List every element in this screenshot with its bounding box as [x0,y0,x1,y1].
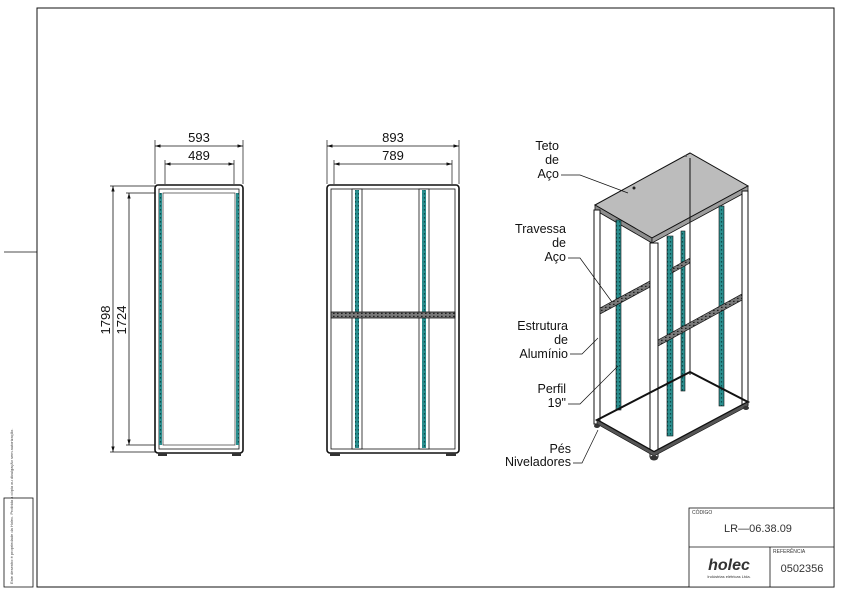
iso-post-front-left [593,209,601,425]
iso-rail-3 [680,230,686,392]
callout-estrutura: Estrutura de Alumínio [517,319,599,361]
callout-travessa: Travessa de Aço [515,222,613,303]
side-rail-left [159,193,162,445]
front-frame [326,184,460,454]
codigo-label: CÓDIGO [692,509,712,516]
side-inner-width: 489 [188,148,210,163]
callout-estrutura-line2: de [554,333,568,347]
copyright-note: Este desenho é propriedade da Holec. Pro… [9,429,14,584]
callout-travessa-line1: Travessa [515,222,566,236]
front-crossbar [330,311,456,319]
iso-crossbar-side [599,280,651,315]
iso-rail-1 [615,219,622,411]
callout-pes-line2: Niveladores [505,455,571,469]
front-rail-right [422,190,426,448]
callout-perfil: Perfil 19" [538,365,619,410]
side-outer-height: 1798 [98,306,113,335]
front-foot-left [330,453,340,456]
callout-perfil-line2: 19" [548,396,566,410]
iso-foot-right [743,406,749,410]
callout-estrutura-line3: Alumínio [519,347,568,361]
referencia-value: 0502356 [781,563,824,575]
side-outer-width: 593 [188,130,210,145]
callout-travessa-line3: Aço [544,250,566,264]
front-view: 893 789 [326,130,460,456]
callout-teto-line1: Teto [535,139,559,153]
iso-foot-front [650,455,658,461]
referencia-label: REFERÊNCIA [773,547,806,555]
callout-travessa-line2: de [552,236,566,250]
callout-teto-line3: Aço [537,167,559,181]
front-outer-width: 893 [382,130,404,145]
iso-crossbar-front [657,293,743,347]
front-foot-right [446,453,456,456]
brand-subtitle: Indústrias elétricas Ltda. [707,574,750,579]
codigo-value: LR—06.38.09 [724,523,792,535]
side-foot-right [232,453,241,456]
sheet-border [36,7,835,588]
iso-post-back-right [741,190,749,406]
front-inner-width: 789 [382,148,404,163]
side-view: 593 489 1798 1724 [98,130,244,456]
callout-estrutura-line1: Estrutura [517,319,568,333]
side-foot-left [158,453,167,456]
callout-pes: Pés Niveladores [505,429,599,469]
callout-teto: Teto de Aço [535,139,629,194]
callout-teto-line2: de [545,153,559,167]
side-rail-right [236,193,239,445]
front-rail-left [355,190,359,448]
title-block: CÓDIGO LR—06.38.09 REFERÊNCIA 0502356 ho… [688,507,835,588]
copyright-note-box: Este desenho é propriedade da Holec. Pro… [3,429,34,588]
iso-post-front-right [649,242,659,458]
side-inner-height: 1724 [114,306,129,335]
isometric-view [593,152,751,461]
iso-foot-left [594,424,600,428]
callout-pes-line1: Pés [549,442,571,456]
brand-logo: holec [708,557,750,574]
callout-perfil-line1: Perfil [538,382,566,396]
